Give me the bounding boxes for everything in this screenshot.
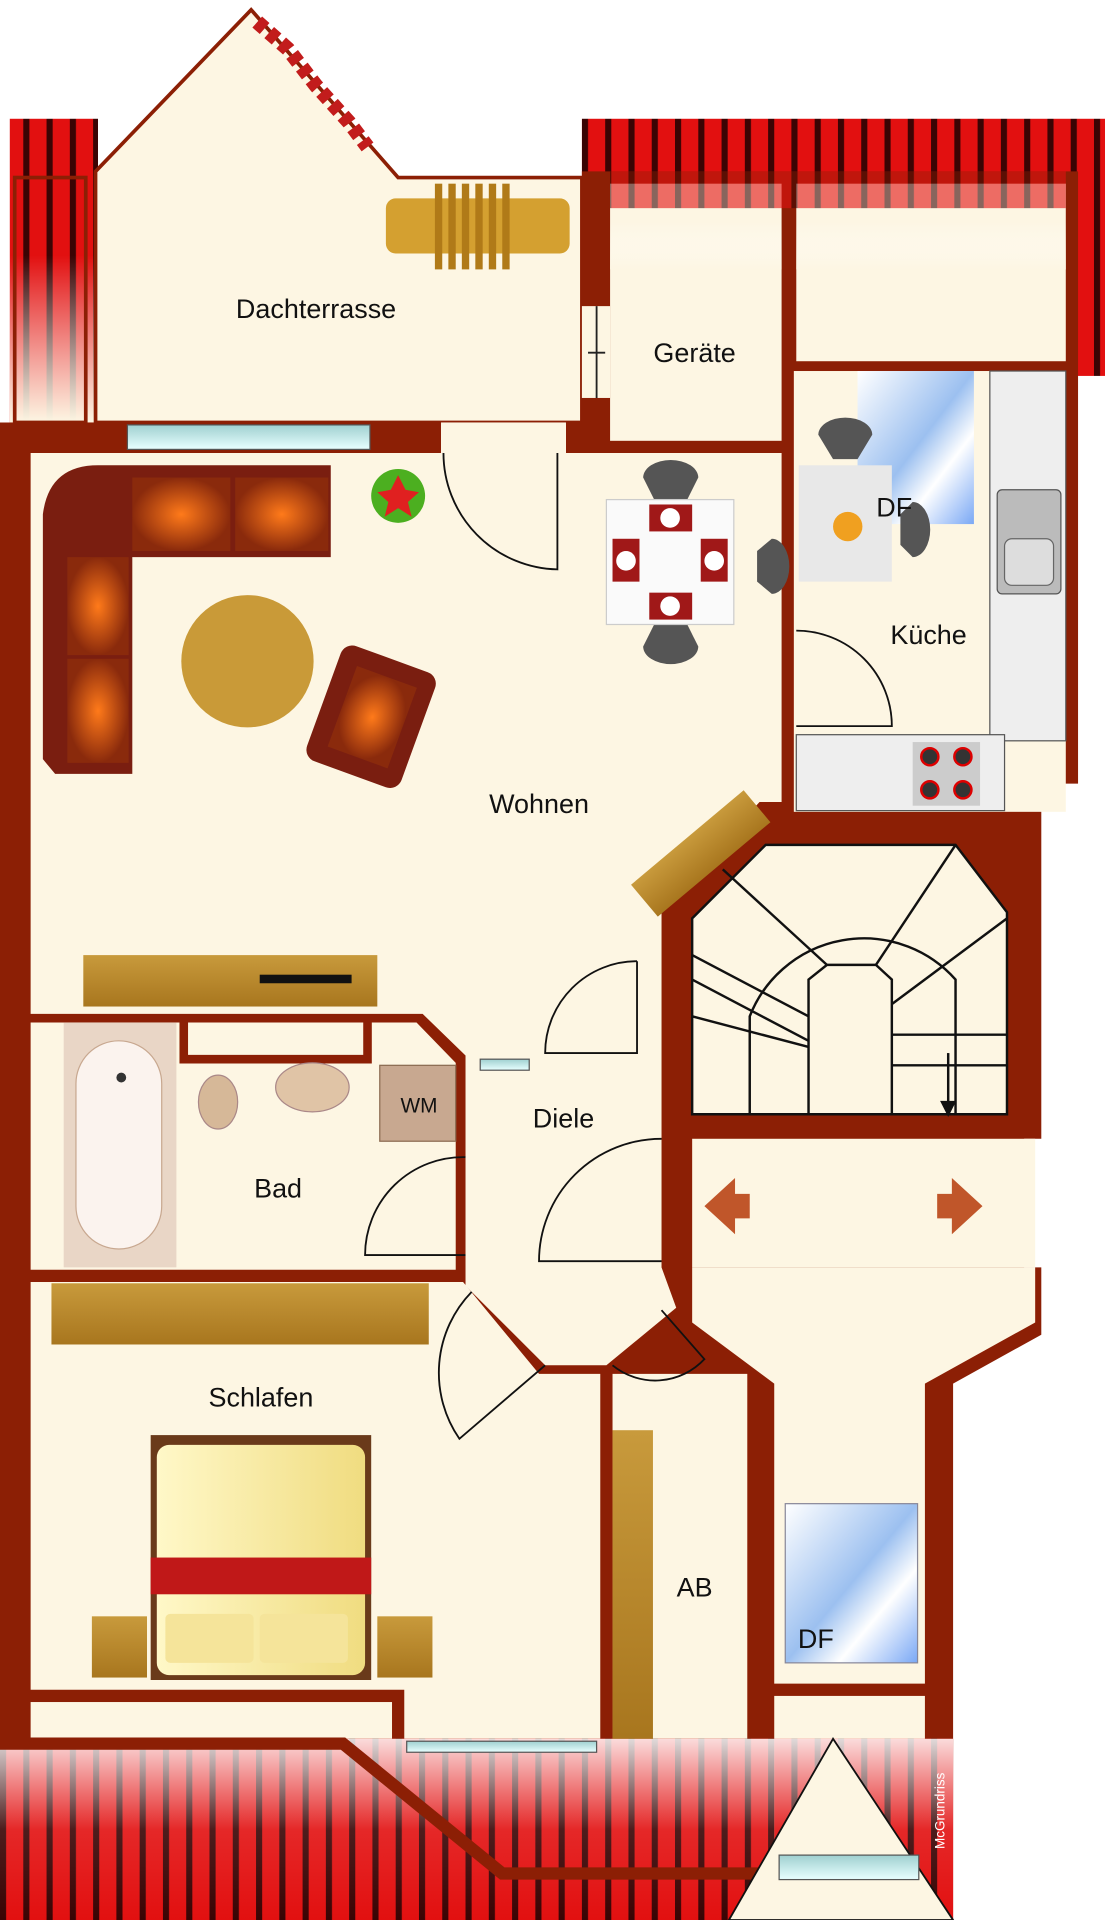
toilet-icon <box>197 1074 239 1130</box>
nightstand <box>91 1616 148 1678</box>
nightstand <box>377 1616 433 1678</box>
flower-garland <box>252 16 374 152</box>
armchair <box>306 645 436 788</box>
roof-left <box>9 118 99 425</box>
stove-icon <box>912 742 981 806</box>
room-label-closet: AB <box>677 1573 713 1603</box>
skylight <box>784 1503 919 1664</box>
window <box>479 1058 530 1071</box>
roof-bottom <box>0 1737 955 1920</box>
window <box>406 1740 598 1753</box>
sofa <box>42 465 331 774</box>
chair <box>900 502 931 558</box>
arrow-right-icon <box>937 1177 983 1235</box>
washer-label: WM <box>400 1094 437 1117</box>
room-label-bath: Bad <box>254 1173 302 1203</box>
tv-icon <box>259 974 352 984</box>
window <box>778 1854 920 1881</box>
wardrobe <box>51 1283 429 1345</box>
staircase <box>690 843 1009 1118</box>
plant-icon <box>371 468 426 523</box>
skylight-label-hall: DF <box>798 1624 834 1654</box>
shelf <box>631 790 771 917</box>
terrace-bench <box>385 183 570 270</box>
closet-wardrobe <box>612 1430 653 1739</box>
watermark: McGrundriss <box>933 1772 948 1849</box>
doors <box>364 453 893 1441</box>
bed <box>150 1435 372 1680</box>
window <box>126 424 371 450</box>
room-label-living: Wohnen <box>489 789 589 819</box>
washbasin-icon <box>275 1062 350 1113</box>
arrow-left-icon <box>704 1177 750 1235</box>
room-label-bedroom: Schlafen <box>209 1383 314 1413</box>
coffee-table <box>181 595 314 728</box>
room-label-terrace: Dachterrasse <box>236 294 396 324</box>
dining-table <box>605 460 790 665</box>
room-label-hall: Diele <box>533 1104 594 1134</box>
chair <box>818 417 873 460</box>
room-label-storage: Geräte <box>653 338 735 368</box>
washing-machine <box>379 1064 457 1142</box>
room-label-kitchen: Küche <box>890 620 966 650</box>
skylight-label-kitchen: DF <box>876 493 912 523</box>
